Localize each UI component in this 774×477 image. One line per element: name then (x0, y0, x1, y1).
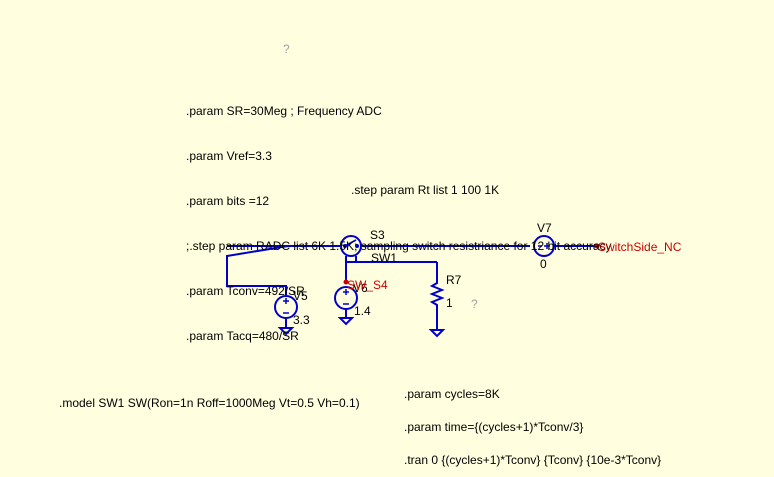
directive-line: .param Tacq=480/SR (186, 329, 299, 343)
spice-directive-step[interactable]: .step param Rt list 1 100 1K (351, 183, 500, 197)
ground-r7 (428, 326, 446, 338)
net-label-sw-s4[interactable]: SW_S4 (347, 278, 388, 292)
resistor-r7[interactable] (429, 278, 445, 326)
switch-s3-name: S3 (370, 228, 385, 242)
unknown-marker: ? (471, 297, 478, 311)
switch-s3-model: SW1 (371, 251, 398, 265)
source-v5-name: V5 (293, 289, 308, 303)
resistor-r7-value: 1 (446, 296, 453, 310)
source-v7-name: V7 (537, 221, 552, 235)
net-dot-switchside (594, 243, 600, 249)
ground-v5 (277, 318, 295, 336)
source-v5-value: 3.3 (293, 313, 310, 327)
directive-line: .param time={(cycles+1)*Tconv/3} (404, 420, 584, 434)
directive-line: ;.step param RADC list 6K 1.5K; sampling… (186, 239, 612, 253)
wire-s3-control[interactable] (345, 256, 438, 282)
directive-line: .tran 0 {(cycles+1)*Tconv} {Tconv} {10e-… (404, 453, 662, 467)
spice-directive-model[interactable]: .model SW1 SW(Ron=1n Roff=1000Meg Vt=0.5… (59, 396, 360, 410)
directive-line: .param Tconv=492/SR (186, 284, 305, 298)
schematic-canvas (226, 235, 600, 338)
ground-v6 (337, 309, 355, 326)
net-label-switchside[interactable]: SwitchSide_NC (598, 240, 682, 254)
directive-line: .param bits =12 (186, 194, 270, 208)
directive-line: .param SR=30Meg ; Frequency ADC (186, 104, 382, 118)
directive-line: .param cycles=8K (404, 387, 500, 401)
source-v7[interactable] (533, 235, 555, 257)
net-dot-sw-s4 (343, 279, 349, 285)
source-v6-name: V6 (353, 281, 368, 295)
switch-s3[interactable] (340, 235, 362, 257)
directive-line: .param Vref=3.3 (186, 149, 272, 163)
source-v7-value: 0 (540, 257, 547, 271)
spice-directive-tran[interactable]: .param cycles=8K .param time={(cycles+1)… (404, 367, 661, 477)
source-v6-value: 1.4 (354, 304, 371, 318)
unknown-marker: ? (283, 42, 290, 56)
wire-left-loop[interactable] (226, 245, 289, 295)
spice-directive-params[interactable]: .param SR=30Meg ; Frequency ADC .param V… (186, 74, 612, 359)
resistor-r7-name: R7 (446, 273, 462, 287)
